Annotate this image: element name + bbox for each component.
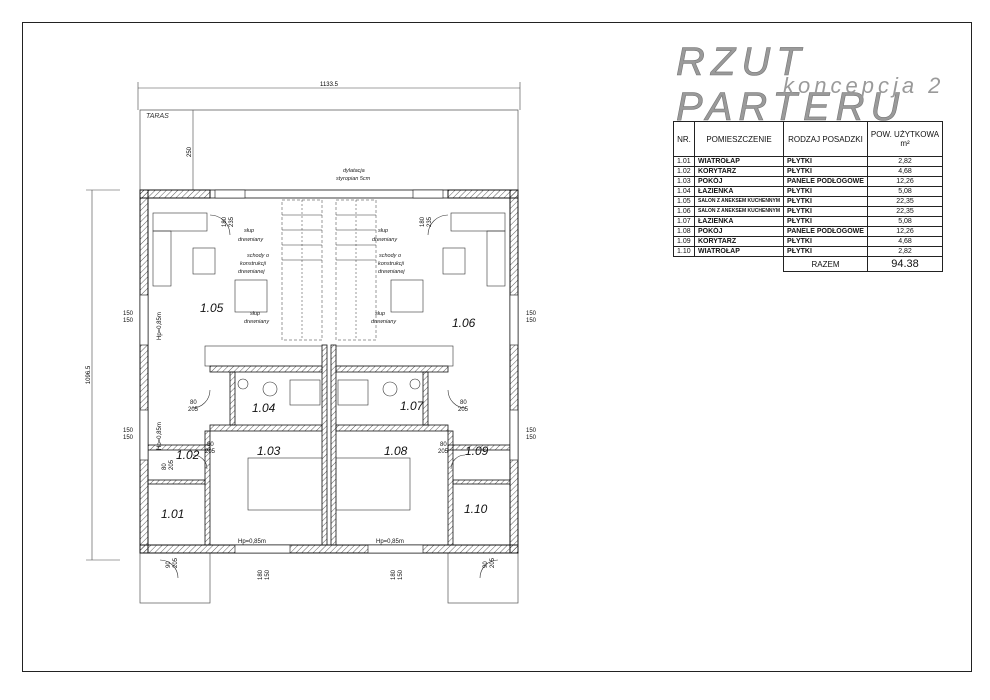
- svg-text:80: 80: [460, 400, 467, 406]
- stairs-label-left-1: schody o: [247, 253, 269, 259]
- header-room: POMIESZCZENIE: [693, 121, 785, 157]
- windows: [139, 189, 519, 554]
- svg-text:Hp=0,85m: Hp=0,85m: [157, 422, 163, 450]
- table-header-row: NR. POMIESZCZENIE RODZAJ POSADZKI POW. U…: [673, 121, 944, 157]
- dim-left-label: 1096.5: [86, 365, 92, 384]
- annotations: dylatacja styropian 5cm słup drewniany s…: [238, 168, 405, 325]
- svg-text:150: 150: [526, 311, 537, 317]
- terrace-label: TARAS: [146, 113, 169, 120]
- pillar-label-right-4: drewniany: [371, 319, 397, 325]
- stairs-label-right-1: schody o: [379, 253, 401, 259]
- header-floor: RODZAJ POSADZKI: [783, 121, 868, 157]
- vertical-dimension-texts: 180 235 180 235 180 150 180 150 90 205 9…: [162, 216, 496, 580]
- drawing-frame: [22, 22, 972, 672]
- doors: [159, 214, 499, 579]
- drawing-subtitle: koncepcja 2: [783, 73, 945, 98]
- dilatation-label-2: styropian 5cm: [336, 176, 371, 182]
- svg-text:80: 80: [440, 442, 447, 448]
- svg-text:Hp=0,85m: Hp=0,85m: [376, 539, 404, 545]
- svg-text:205: 205: [205, 449, 216, 455]
- furniture: [152, 212, 506, 511]
- dilatation-label-1: dylatacja: [343, 168, 365, 174]
- interior-partitions: [147, 365, 511, 546]
- pillar-label-right-1: słup: [378, 228, 388, 234]
- svg-text:80: 80: [207, 442, 214, 448]
- room-label-1.06: 1.06: [452, 316, 476, 330]
- svg-text:150: 150: [526, 428, 537, 434]
- svg-text:235: 235: [229, 216, 235, 227]
- pillar-label-left-4: drewniany: [244, 319, 270, 325]
- room-label-1.08: 1.08: [384, 444, 408, 458]
- svg-text:205: 205: [438, 449, 449, 455]
- room-label-1.04: 1.04: [252, 401, 276, 415]
- svg-text:205: 205: [173, 557, 179, 568]
- room-label-1.09: 1.09: [465, 444, 489, 458]
- svg-text:205: 205: [490, 557, 496, 568]
- entrance-steps: [139, 552, 519, 604]
- terrace-depth-label: 250: [187, 146, 193, 157]
- pillar-label-left-2: drewniany: [238, 237, 264, 243]
- room-label-1.02: 1.02: [176, 448, 200, 462]
- room-label-1.05: 1.05: [200, 301, 224, 315]
- svg-text:205: 205: [458, 407, 469, 413]
- pillar-label-left-1: słup: [244, 228, 254, 234]
- svg-text:150: 150: [526, 435, 537, 441]
- room-label-1.10: 1.10: [464, 502, 488, 516]
- svg-text:150: 150: [123, 318, 134, 324]
- party-wall: [321, 344, 337, 546]
- svg-text:150: 150: [526, 318, 537, 324]
- svg-text:205: 205: [188, 407, 199, 413]
- pillar-label-right-2: drewniany: [372, 237, 398, 243]
- svg-text:150: 150: [123, 311, 134, 317]
- svg-text:80: 80: [190, 400, 197, 406]
- stairs-label-left-3: drewnianej: [238, 269, 265, 275]
- stairs-label-left-2: konstrukcji: [240, 261, 267, 267]
- pillar-label-right-3: słup: [375, 311, 385, 317]
- svg-text:150: 150: [398, 569, 404, 580]
- room-labels: 1.05 1.06 1.04 1.07 1.03 1.08 1.02 1.09 …: [161, 301, 489, 521]
- svg-text:180: 180: [222, 216, 228, 227]
- svg-text:Hp=0,85m: Hp=0,85m: [157, 312, 163, 340]
- terrace-outline: [139, 109, 519, 190]
- total-value: 94.38: [866, 256, 944, 272]
- stairs: [281, 199, 377, 341]
- dimension-lines: [86, 82, 521, 561]
- room-schedule-table: NR. POMIESZCZENIE RODZAJ POSADZKI POW. U…: [673, 121, 944, 272]
- dim-top-label: 1133.5: [320, 82, 339, 88]
- svg-text:150: 150: [123, 428, 134, 434]
- room-label-1.01: 1.01: [161, 507, 184, 521]
- svg-text:180: 180: [391, 569, 397, 580]
- room-label-1.03: 1.03: [257, 444, 281, 458]
- svg-text:205: 205: [169, 459, 175, 470]
- svg-text:235: 235: [427, 216, 433, 227]
- svg-text:150: 150: [123, 435, 134, 441]
- window-heights: Hp=0,85m Hp=0,85m Hp=0,85m Hp=0,85m: [157, 312, 404, 545]
- stairs-label-right-2: konstrukcji: [378, 261, 405, 267]
- row-room: WIATROŁAP: [693, 246, 785, 257]
- svg-text:Hp=0,85m: Hp=0,85m: [238, 539, 266, 545]
- svg-text:90: 90: [483, 561, 489, 568]
- svg-text:90: 90: [166, 561, 172, 568]
- svg-text:180: 180: [420, 216, 426, 227]
- svg-text:150: 150: [265, 569, 271, 580]
- room-label-1.07: 1.07: [400, 399, 425, 413]
- pillar-label-left-3: słup: [250, 311, 260, 317]
- table-total-row: RAZEM 94.38: [674, 256, 944, 272]
- svg-text:80: 80: [162, 463, 168, 470]
- exterior-walls: [139, 189, 519, 554]
- exterior-walls-outline: [139, 189, 519, 554]
- stairs-label-right-3: drewnianej: [378, 269, 405, 275]
- svg-text:180: 180: [258, 569, 264, 580]
